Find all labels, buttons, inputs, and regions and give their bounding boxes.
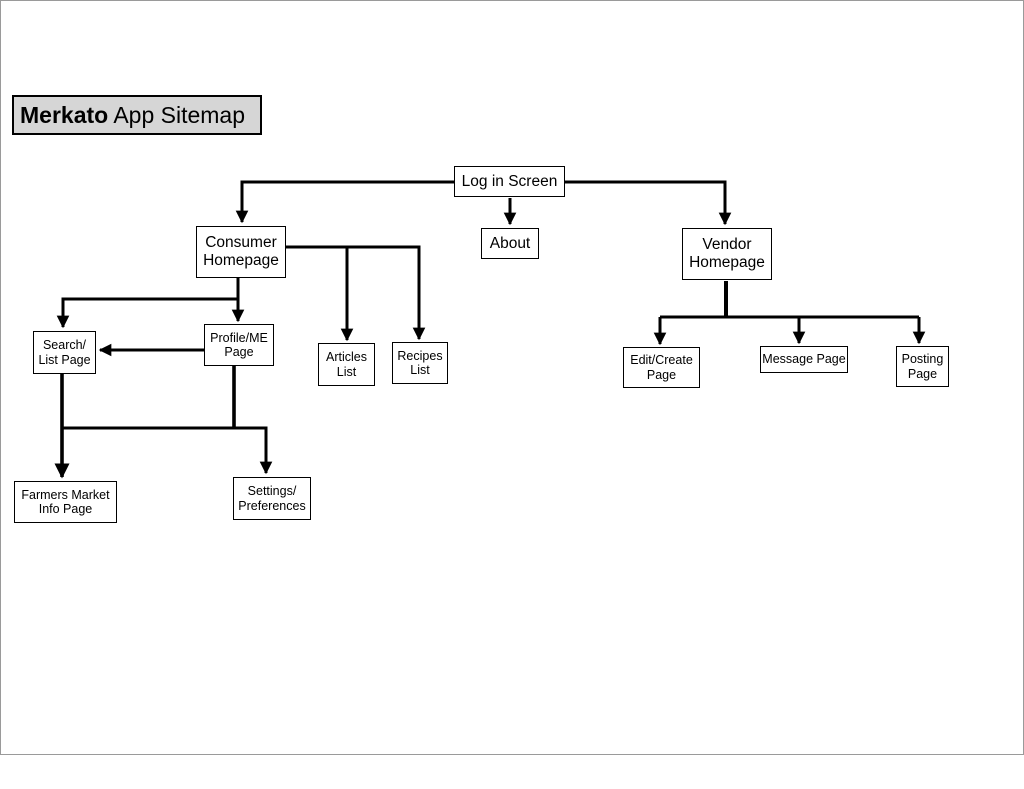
node-posting-page: Posting Page — [896, 346, 949, 387]
node-about: About — [481, 228, 539, 259]
edge-profile-settings — [234, 426, 273, 475]
edge-login-consumer — [235, 180, 454, 224]
node-search-list-page: Search/ List Page — [33, 331, 96, 374]
node-vendor-homepage: Vendor Homepage — [682, 228, 772, 280]
node-profile-me-page: Profile/ME Page — [204, 324, 274, 366]
sitemap-slide: Merkato App Sitemap — [0, 0, 1024, 755]
node-recipes-list: Recipes List — [392, 342, 448, 384]
edge-consumer-search — [56, 297, 238, 329]
node-articles-list: Articles List — [318, 343, 375, 386]
edge-login-vendor — [565, 180, 732, 226]
node-message-page: Message Page — [760, 346, 848, 373]
edge-consumer-recipes — [347, 245, 426, 341]
node-log-in-screen: Log in Screen — [454, 166, 565, 197]
node-edit-create-page: Edit/Create Page — [623, 347, 700, 388]
title-brand: Merkato — [20, 102, 109, 128]
sitemap-title: Merkato App Sitemap — [12, 95, 262, 135]
title-rest: App Sitemap — [108, 102, 246, 128]
node-consumer-homepage: Consumer Homepage — [196, 226, 286, 278]
connector-lines — [54, 180, 926, 479]
node-farmers-market-info-page: Farmers Market Info Page — [14, 481, 117, 523]
edge-consumer-articles — [286, 245, 354, 342]
node-settings-preferences: Settings/ Preferences — [233, 477, 311, 520]
